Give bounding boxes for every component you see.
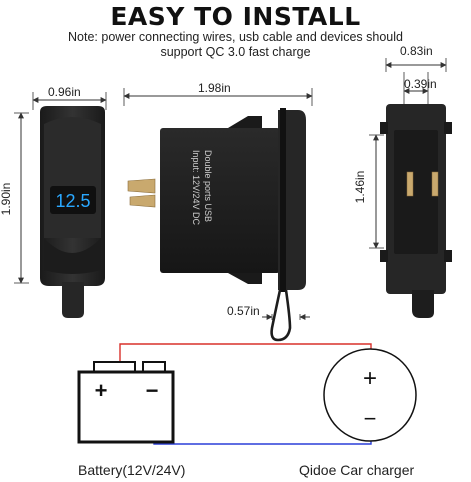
front-height-label: 1.90in — [0, 182, 13, 216]
install-note-line-1: Note: power connecting wires, usb cable … — [68, 30, 403, 44]
car-charger: + − — [323, 348, 417, 442]
back-body — [394, 130, 438, 254]
battery-caption: Battery(12V/24V) — [78, 462, 186, 478]
back-clip-right-top — [444, 122, 452, 134]
label-line-2: Input: 12V/24V DC — [191, 150, 201, 226]
back-clip-left-bottom — [380, 250, 388, 262]
back-view — [369, 58, 452, 318]
page-title: EASY TO INSTALL — [110, 2, 361, 31]
back-cable — [412, 290, 434, 318]
front-cable — [62, 282, 84, 318]
side-clip-bottom — [228, 273, 262, 284]
side-view: Double ports USB Input: 12V/24V DC — [123, 88, 313, 342]
charger-outline — [323, 348, 417, 442]
side-depth-label: 0.57in — [227, 304, 260, 318]
front-face — [44, 117, 101, 238]
back-clip-right-bottom — [444, 250, 452, 262]
install-note-line-2: support QC 3.0 fast charge — [160, 45, 311, 59]
side-housing — [160, 128, 280, 273]
front-width-label: 0.96in — [48, 85, 81, 99]
label-line-1: Double ports USB — [203, 150, 213, 222]
side-cable — [270, 289, 292, 342]
battery-minus-sign: − — [146, 378, 159, 403]
back-terminal-right — [431, 171, 439, 197]
terminal-upper — [127, 178, 156, 194]
back-height-label: 1.46in — [353, 170, 367, 204]
back-inner-width-label: 0.39in — [404, 77, 437, 91]
front-view: 12.5 — [14, 92, 107, 318]
charger-plus-sign: + — [363, 365, 377, 392]
back-width-label: 0.83in — [400, 44, 433, 58]
back-terminal-left — [406, 171, 414, 197]
side-clip-top — [228, 116, 262, 128]
install-note: Note: power connecting wires, usb cable … — [0, 30, 471, 60]
front-lower-lip — [44, 238, 101, 274]
terminal-lower — [129, 194, 156, 208]
battery: + − — [77, 361, 175, 444]
battery-body — [77, 370, 175, 444]
voltage-display — [50, 186, 96, 214]
voltage-readout: 12.5 — [55, 191, 90, 211]
back-clip-left-top — [380, 122, 388, 134]
side-flange — [280, 108, 286, 292]
charger-caption: Qidoe Car charger — [299, 462, 415, 478]
side-length-label: 1.98in — [198, 81, 231, 95]
charger-minus-sign: − — [364, 406, 377, 431]
battery-plus-sign: + — [95, 378, 108, 403]
